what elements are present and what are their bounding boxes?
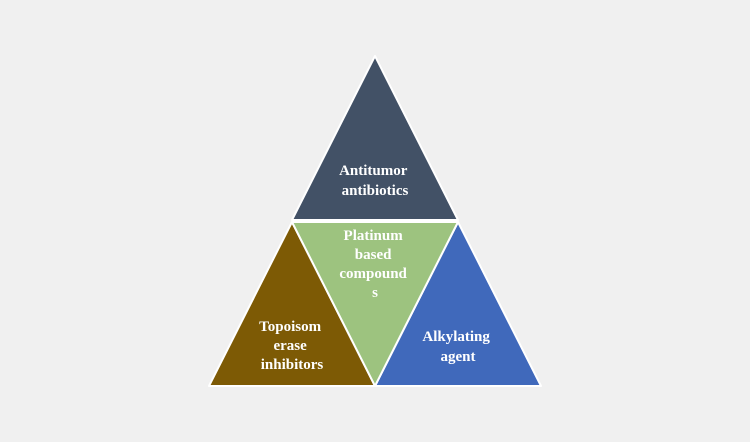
label-line: compound	[339, 266, 407, 282]
label-line: Platinum	[344, 228, 404, 244]
triangle-platinum-based-compounds	[291, 221, 459, 387]
label-topoisomerase-inhibitors: Topoisom erase inhibitors	[259, 319, 325, 373]
label-platinum-based-compounds: Platinum based compound s	[339, 228, 410, 301]
label-antitumor-antibiotics: Antitumor antibiotics	[339, 163, 411, 199]
label-line: based	[355, 247, 392, 263]
label-line: s	[372, 285, 378, 301]
label-alkylating-agent: Alkylating agent	[422, 329, 493, 365]
label-line: antibiotics	[342, 183, 409, 199]
label-line: Antitumor	[339, 163, 408, 179]
label-line: agent	[441, 349, 476, 365]
label-line: inhibitors	[261, 357, 324, 373]
label-line: Topoisom	[259, 319, 321, 335]
label-line: erase	[273, 338, 307, 354]
label-line: Alkylating	[422, 329, 490, 345]
triangle-antitumor-antibiotics	[291, 55, 459, 221]
